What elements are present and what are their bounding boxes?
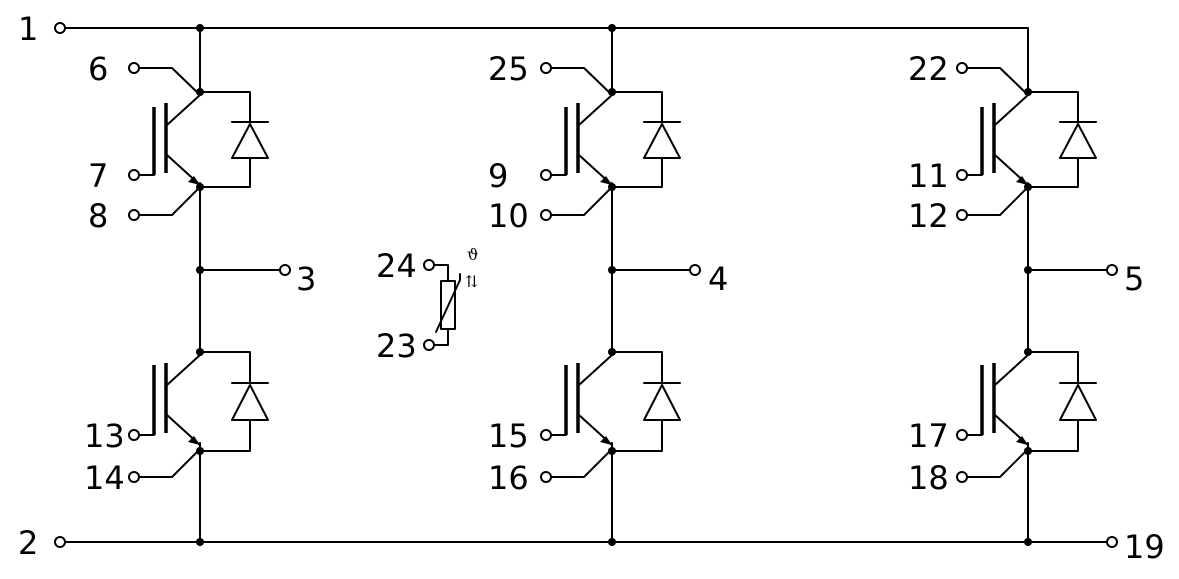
label-pin-22: 22 — [908, 50, 949, 88]
terminal-23[interactable] — [423, 339, 435, 351]
igbt-upper-2 — [540, 62, 616, 221]
label-pin-8: 8 — [88, 197, 108, 235]
terminal-12[interactable] — [956, 209, 968, 221]
terminal-19[interactable] — [1106, 536, 1118, 548]
label-pin-16: 16 — [488, 459, 529, 497]
diode-lower-1 — [199, 351, 269, 452]
terminal-25[interactable] — [540, 62, 552, 74]
terminal-10[interactable] — [540, 209, 552, 221]
terminal-17[interactable] — [956, 429, 968, 441]
thermistor-body — [440, 280, 456, 330]
bidirectional-arrows-icon: ⇅ — [465, 272, 478, 291]
label-pin-12: 12 — [908, 197, 949, 235]
diode-lower-3 — [1027, 351, 1097, 452]
terminal-22[interactable] — [956, 62, 968, 74]
theta-symbol: ϑ — [467, 245, 478, 264]
label-pin-3: 3 — [296, 260, 316, 298]
pin-labels: 1 2 3 4 5 6 7 8 9 10 11 12 13 14 15 16 1… — [18, 10, 1165, 566]
label-pin-1: 1 — [18, 10, 38, 48]
label-pin-13: 13 — [84, 417, 125, 455]
terminal-2[interactable] — [54, 536, 66, 548]
label-pin-14: 14 — [84, 459, 125, 497]
terminal-11[interactable] — [956, 169, 968, 181]
phase-leg-2 — [540, 24, 701, 546]
terminal-6[interactable] — [128, 62, 140, 74]
label-pin-19: 19 — [1124, 528, 1165, 566]
terminal-1[interactable] — [54, 22, 66, 34]
label-pin-17: 17 — [908, 417, 949, 455]
terminal-8[interactable] — [128, 209, 140, 221]
label-pin-11: 11 — [908, 157, 949, 195]
diode-lower-2 — [611, 351, 681, 452]
diode-upper-1 — [199, 91, 269, 188]
terminal-15[interactable] — [540, 429, 552, 441]
label-pin-7: 7 — [88, 157, 108, 195]
terminal-5[interactable] — [1106, 264, 1118, 276]
label-pin-9: 9 — [488, 157, 508, 195]
terminal-13[interactable] — [128, 429, 140, 441]
label-pin-18: 18 — [908, 459, 949, 497]
label-pin-6: 6 — [88, 50, 108, 88]
igbt-lower-1 — [128, 348, 204, 483]
igbt-lower-2 — [540, 348, 616, 483]
diode-upper-2 — [611, 91, 681, 188]
label-pin-23: 23 — [376, 327, 417, 365]
phase-leg-1 — [128, 24, 291, 546]
phase-leg-3 — [956, 62, 1118, 546]
label-pin-2: 2 — [18, 524, 38, 562]
dc-plus-rail — [54, 22, 1029, 96]
terminal-4[interactable] — [689, 264, 701, 276]
label-pin-4: 4 — [708, 260, 728, 298]
label-pin-24: 24 — [376, 247, 417, 285]
diode-upper-3 — [1027, 91, 1097, 188]
ntc-thermistor: ϑ ⇅ — [423, 245, 478, 351]
terminal-18[interactable] — [956, 471, 968, 483]
terminal-3[interactable] — [279, 264, 291, 276]
igbt-upper-3 — [956, 62, 1032, 221]
terminal-14[interactable] — [128, 471, 140, 483]
label-pin-15: 15 — [488, 417, 529, 455]
label-pin-10: 10 — [488, 197, 529, 235]
label-pin-25: 25 — [488, 50, 529, 88]
terminal-7[interactable] — [128, 169, 140, 181]
igbt-upper-1 — [128, 62, 204, 221]
dc-minus-rail — [54, 536, 1118, 548]
terminal-24[interactable] — [423, 259, 435, 271]
terminal-16[interactable] — [540, 471, 552, 483]
label-pin-5: 5 — [1124, 260, 1144, 298]
igbt-lower-3 — [956, 348, 1032, 483]
terminal-9[interactable] — [540, 169, 552, 181]
